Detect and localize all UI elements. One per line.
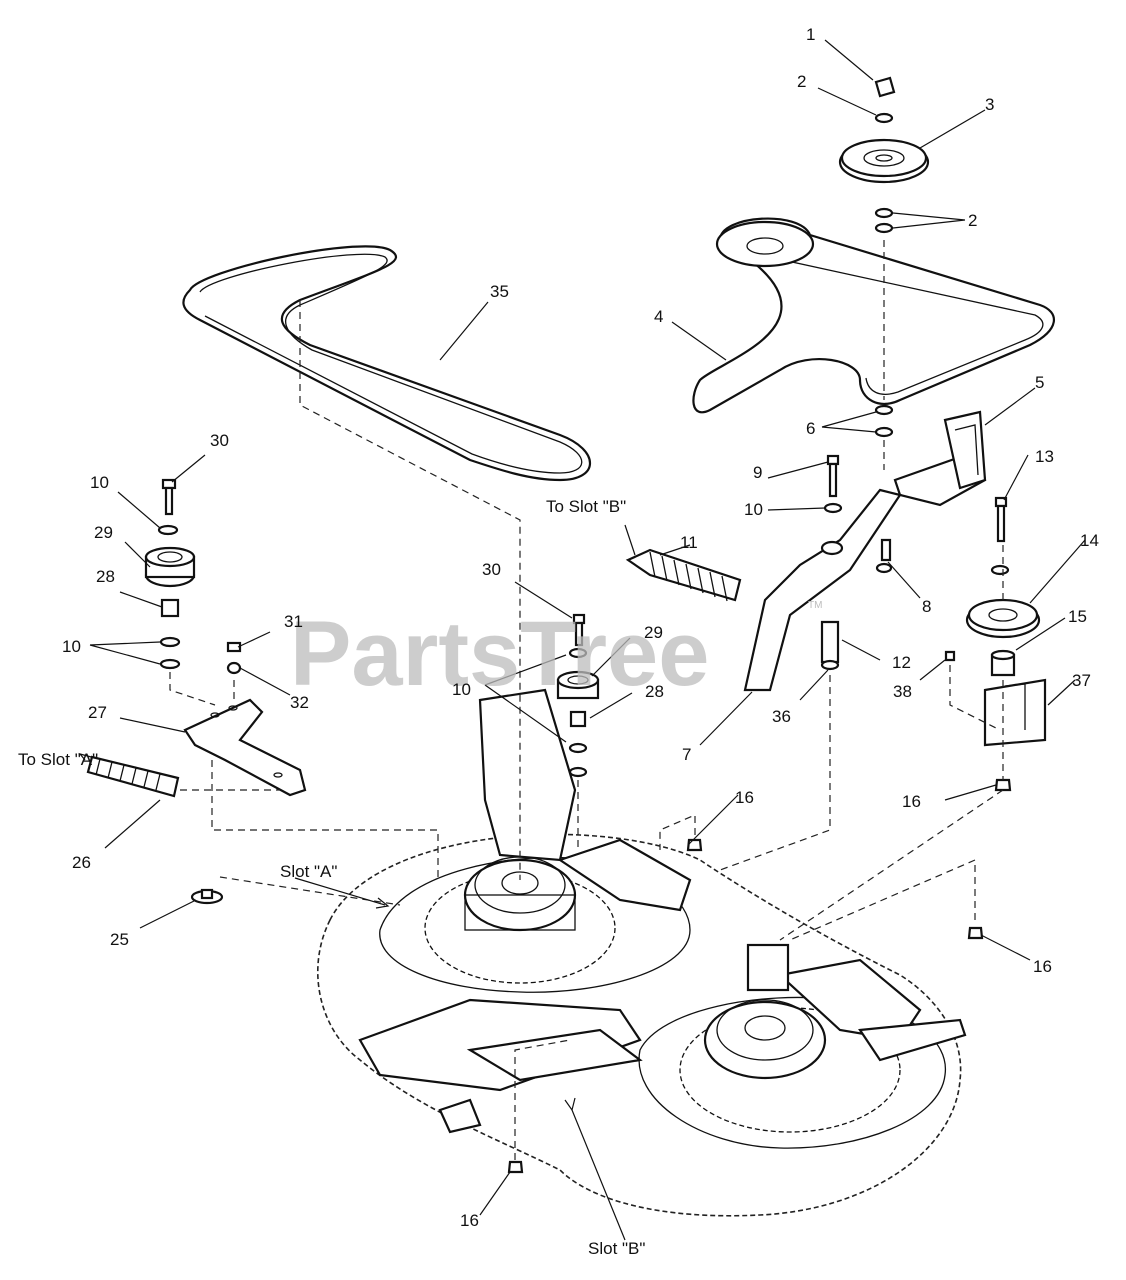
spring-11 (625, 548, 742, 602)
callout-1: 1 (806, 25, 815, 44)
callout-29: 29 (94, 523, 113, 542)
callout-10: 10 (452, 680, 471, 699)
callout-3: 3 (985, 95, 994, 114)
callout-26: 26 (72, 853, 91, 872)
callout-31: 31 (284, 612, 303, 631)
callout-38: 38 (893, 682, 912, 701)
callout-32: 32 (290, 693, 309, 712)
callout-35: 35 (490, 282, 509, 301)
callout-numbers: 1 2 3 2 4 5 6 7 8 9 10 10 10 10 11 12 13… (62, 25, 1099, 1230)
watermark-text: PartsTree (290, 603, 709, 705)
callout-4: 4 (654, 307, 663, 326)
hardware-nuts (190, 814, 984, 1174)
bracket-27 (183, 641, 307, 797)
leader-lines (78, 39, 1086, 1241)
callout-29: 29 (644, 623, 663, 642)
callout-37: 37 (1072, 671, 1091, 690)
pulley-stack-top (838, 76, 930, 470)
callout-7: 7 (682, 745, 691, 764)
callout-30: 30 (482, 560, 501, 579)
callout-12: 12 (892, 653, 911, 672)
callout-25: 25 (110, 930, 129, 949)
callout-8: 8 (922, 597, 931, 616)
belt-4 (692, 217, 1056, 414)
callout-13: 13 (1035, 447, 1054, 466)
callout-30: 30 (210, 431, 229, 450)
callout-36: 36 (772, 707, 791, 726)
spring-26 (86, 755, 280, 798)
callout-28: 28 (645, 682, 664, 701)
bracket-5 (893, 410, 987, 507)
pulley-stack-right (779, 496, 1047, 941)
callout-16: 16 (1033, 957, 1052, 976)
bolt-9 (823, 454, 843, 514)
callout-5: 5 (1035, 373, 1044, 392)
callout-14: 14 (1080, 531, 1099, 550)
annotation-to-slot-b: To Slot "B" (546, 497, 626, 516)
callout-10: 10 (90, 473, 109, 492)
annotation-slot-b: Slot "B" (588, 1239, 645, 1258)
callout-6: 6 (806, 419, 815, 438)
belt-35 (182, 245, 591, 482)
callout-16: 16 (902, 792, 921, 811)
callout-9: 9 (753, 463, 762, 482)
callout-10: 10 (62, 637, 81, 656)
callout-16: 16 (460, 1211, 479, 1230)
annotation-to-slot-a: To Slot "A" (18, 750, 98, 769)
pulley-stack-center (556, 613, 600, 778)
callout-2: 2 (968, 211, 977, 230)
callout-28: 28 (96, 567, 115, 586)
alignment-lines (299, 300, 579, 880)
callout-15: 15 (1068, 607, 1087, 626)
callout-10: 10 (744, 500, 763, 519)
pulley-stack-left (144, 478, 439, 880)
annotation-slot-a: Slot "A" (280, 862, 337, 881)
callout-16: 16 (735, 788, 754, 807)
callout-2: 2 (797, 72, 806, 91)
idler-arm-7 (719, 488, 902, 871)
callout-11: 11 (680, 533, 698, 552)
mower-deck (317, 688, 967, 1217)
watermark-trademark: TM (808, 600, 822, 611)
slot-annotations: To Slot "B" To Slot "A" Slot "A" Slot "B… (18, 497, 645, 1258)
callout-27: 27 (88, 703, 107, 722)
